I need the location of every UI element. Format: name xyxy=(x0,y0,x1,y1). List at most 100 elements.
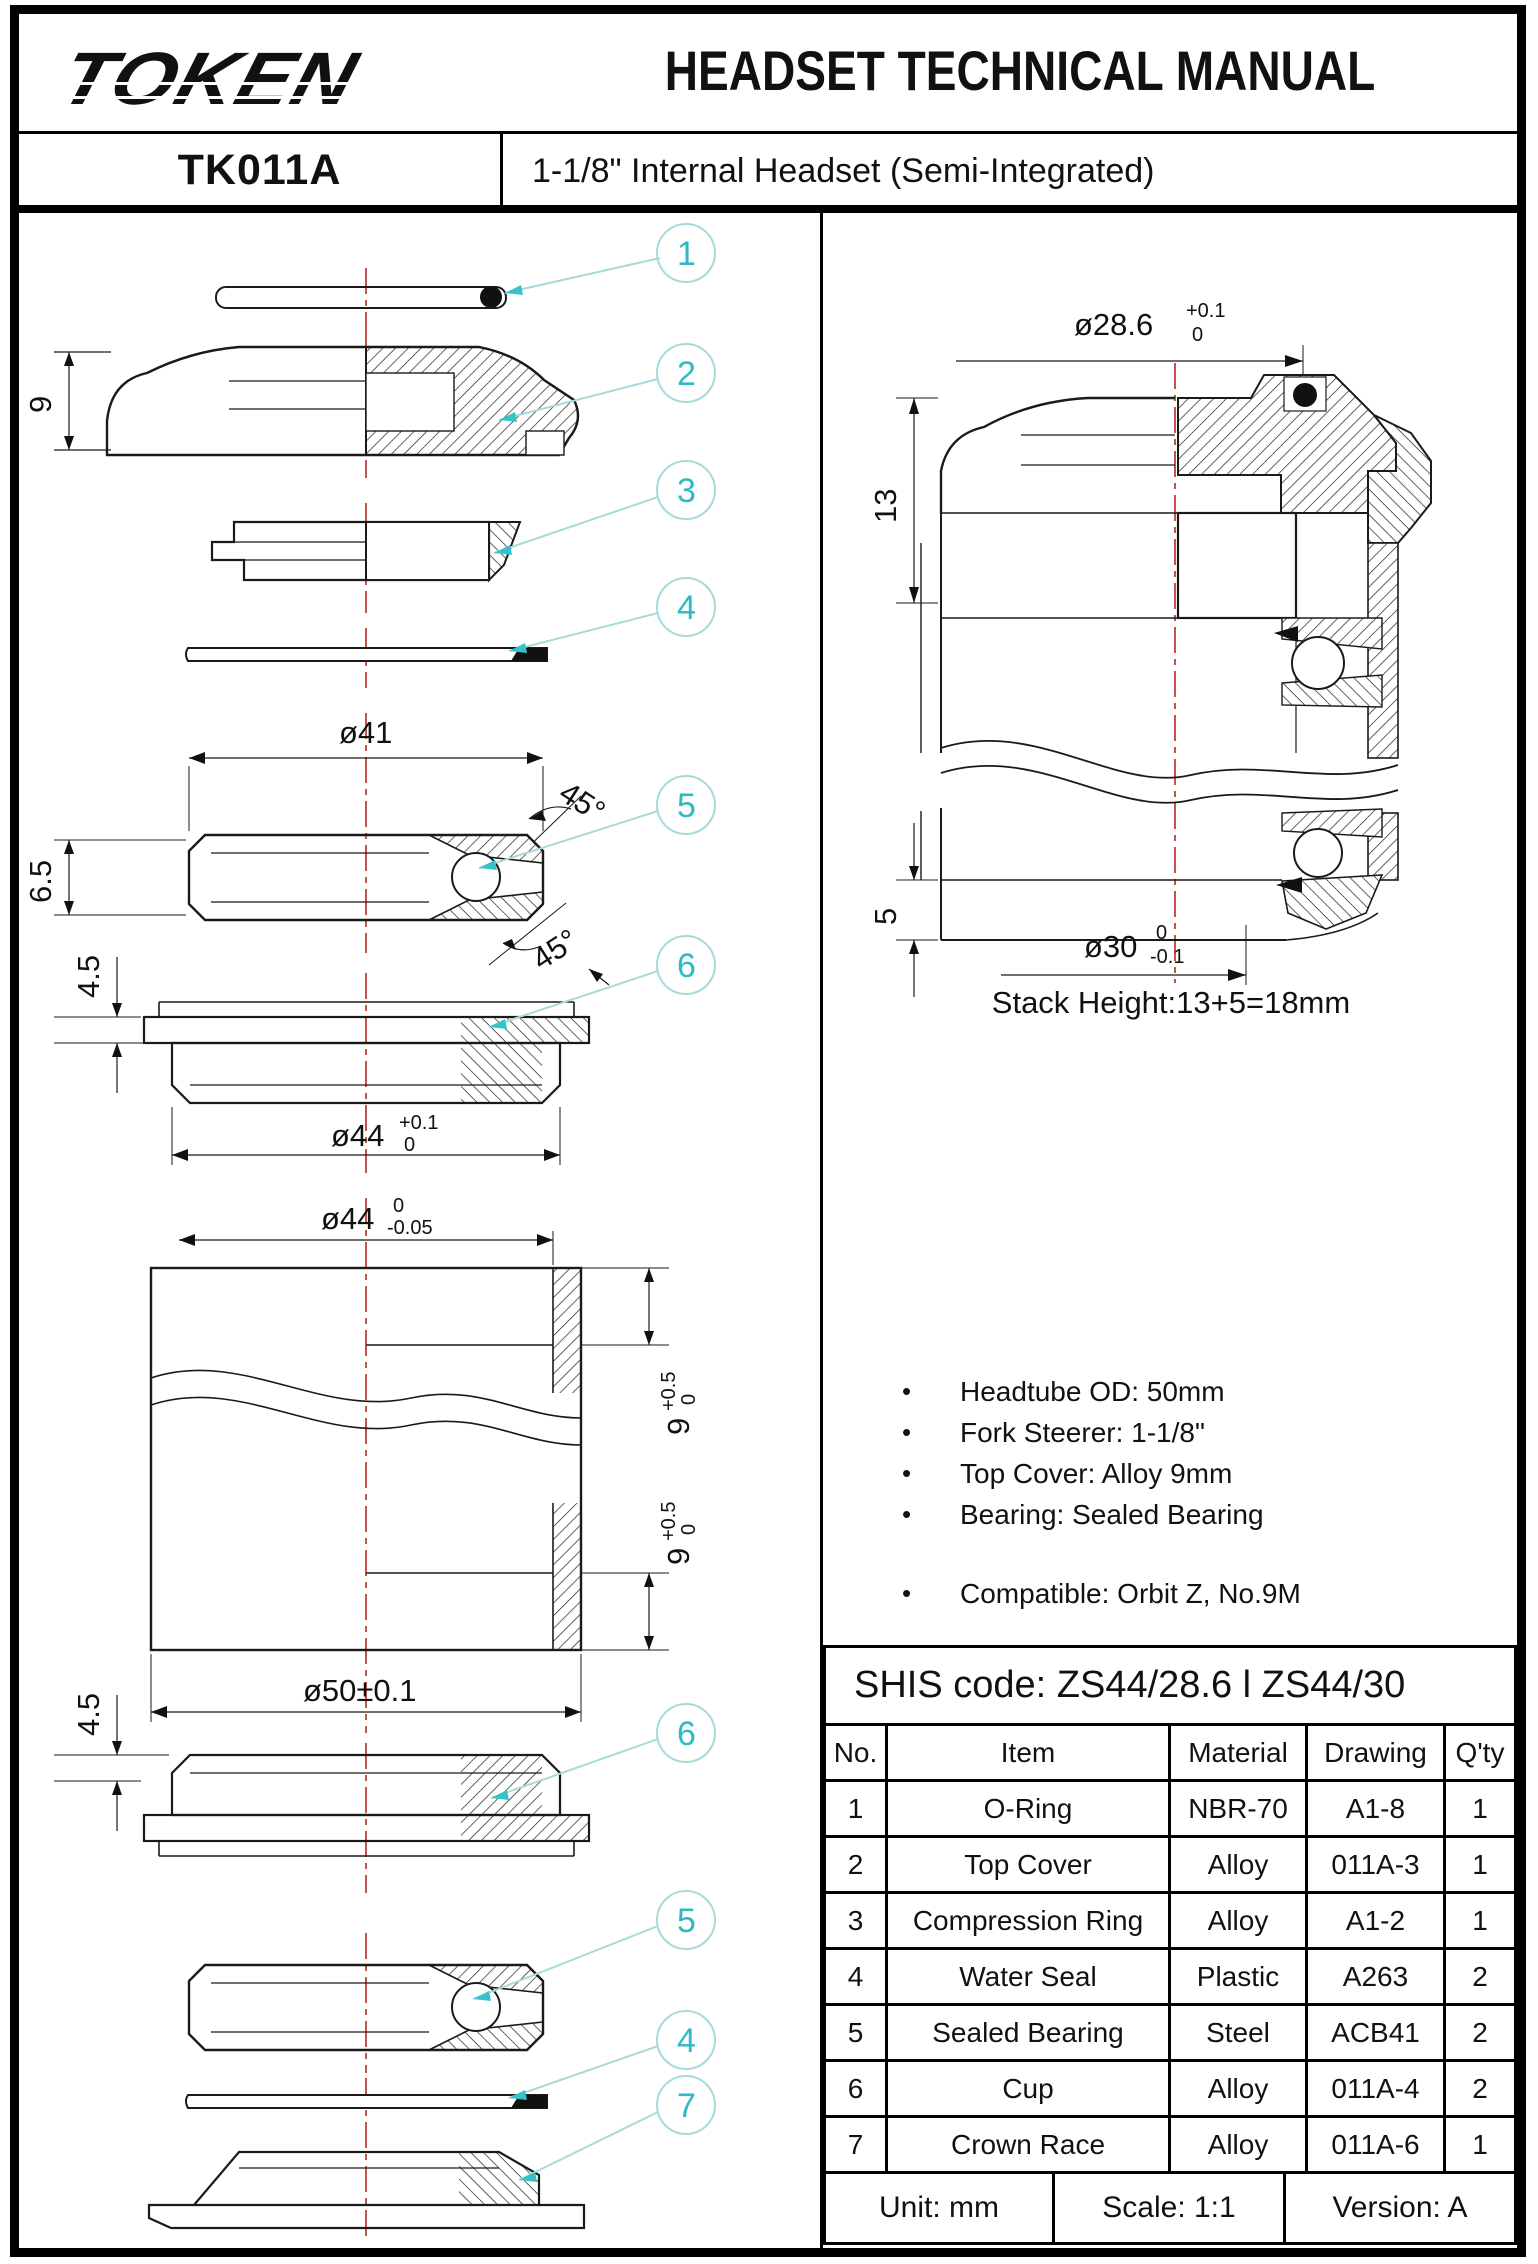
callouts: 1 2 3 4 xyxy=(472,223,716,2182)
cell-qty: 1 xyxy=(1446,1894,1514,1950)
assembled-section-drawing: ø28.6 +0.1 0 xyxy=(868,300,1432,997)
svg-text:5: 5 xyxy=(677,787,696,825)
part-top-cover: 9 xyxy=(23,345,580,457)
svg-text:4: 4 xyxy=(677,2022,696,2060)
part-sealed-bearing-lower xyxy=(187,1963,545,2052)
svg-text:3: 3 xyxy=(677,472,696,510)
title-block-footer: Unit: mm Scale: 1:1 Version: A xyxy=(826,2174,1514,2242)
cell-material: Alloy xyxy=(1171,2118,1308,2174)
cell-qty: 2 xyxy=(1446,2062,1514,2118)
cell-qty: 1 xyxy=(1446,1782,1514,1838)
part-water-seal-lower xyxy=(185,2094,548,2109)
header-divider xyxy=(19,131,1519,134)
dim-label-41: ø41 xyxy=(339,715,392,750)
bullet-icon: • xyxy=(902,1499,912,1529)
cell-drawing: A1-2 xyxy=(1308,1894,1446,1950)
dim-28-6: ø28.6 +0.1 0 xyxy=(956,300,1304,383)
model-subtitle: 1-1/8" Internal Headset (Semi-Integrated… xyxy=(532,152,1155,190)
cell-item: Crown Race xyxy=(888,2118,1171,2174)
cell-material: Steel xyxy=(1171,2006,1308,2062)
part-o-ring xyxy=(215,286,507,309)
dim-4-5-upper: 4.5 xyxy=(54,955,169,1093)
col-header-drawing: Drawing xyxy=(1308,1726,1446,1782)
top-cover-section xyxy=(939,374,1397,514)
version-cell: Version: A xyxy=(1332,2191,1468,2224)
cell-item: Water Seal xyxy=(888,1950,1171,2006)
svg-text:+0.5: +0.5 xyxy=(658,1502,680,1541)
brand-wordmark: TOKEN xyxy=(51,36,367,120)
bullet-icon: • xyxy=(902,1417,912,1447)
bullet-icon: • xyxy=(902,1376,912,1406)
part-compression-ring xyxy=(210,520,522,583)
dim-30: ø30 0 -0.1 xyxy=(1001,922,1247,985)
logo-stripe xyxy=(52,96,522,99)
page-border-frame xyxy=(10,5,1526,2257)
cell-drawing: A1-8 xyxy=(1308,1782,1446,1838)
callout-6-lower: 6 xyxy=(490,1703,716,1800)
model-cell-divider xyxy=(500,134,503,205)
part-sealed-bearing-upper: 6.5 xyxy=(23,833,545,922)
spec-item: • Top Cover: Alloy 9mm xyxy=(902,1458,1482,1490)
svg-text:0: 0 xyxy=(678,1524,700,1535)
spec-text: Compatible: Orbit Z, No.9M xyxy=(960,1578,1301,1609)
col-header-material: Material xyxy=(1171,1726,1308,1782)
cell-material: Alloy xyxy=(1171,1838,1308,1894)
part-water-seal xyxy=(185,647,548,662)
cell-material: NBR-70 xyxy=(1171,1782,1308,1838)
svg-text:7: 7 xyxy=(677,2087,696,2125)
token-logo: TOKEN xyxy=(51,34,522,120)
model-code: TK011A xyxy=(177,146,342,194)
spec-text: Headtube OD: 50mm xyxy=(960,1376,1225,1407)
cell-item: Top Cover xyxy=(888,1838,1171,1894)
col-header-item: Item xyxy=(888,1726,1171,1782)
svg-text:4.5: 4.5 xyxy=(71,1693,106,1736)
svg-text:ø28.6: ø28.6 xyxy=(1074,307,1153,342)
svg-text:+0.5: +0.5 xyxy=(658,1372,680,1411)
scale-cell: Scale: 1:1 xyxy=(1055,2174,1286,2242)
svg-text:-0.05: -0.05 xyxy=(387,1217,433,1239)
col-header-qty: Q'ty xyxy=(1446,1726,1514,1782)
cell-item: Cup xyxy=(888,2062,1171,2118)
dim-5: 5 xyxy=(868,823,938,997)
svg-text:45°: 45° xyxy=(526,922,584,977)
svg-text:6: 6 xyxy=(677,947,696,985)
main-column-divider xyxy=(820,213,823,2248)
callout-2: 2 xyxy=(498,343,716,422)
callout-3: 3 xyxy=(493,460,716,555)
cell-no: 5 xyxy=(826,2006,888,2062)
parts-table: SHIS code: ZS44/28.6 l ZS44/30 No. Item … xyxy=(823,1645,1517,2245)
content-divider xyxy=(19,205,1519,213)
svg-text:-0.1: -0.1 xyxy=(1150,946,1184,968)
cup-and-headtube-section xyxy=(920,414,1432,881)
svg-text:+0.1: +0.1 xyxy=(1186,300,1225,322)
cell-drawing: 011A-6 xyxy=(1308,2118,1446,2174)
part-headtube: ø44 0 -0.05 9 + xyxy=(149,1195,700,1722)
cell-material: Alloy xyxy=(1171,2062,1308,2118)
logo-stripe xyxy=(52,110,522,113)
cell-qty: 2 xyxy=(1446,2006,1514,2062)
cell-no: 2 xyxy=(826,1838,888,1894)
spec-text: Bearing: Sealed Bearing xyxy=(960,1499,1264,1530)
spec-text: Fork Steerer: 1-1/8" xyxy=(960,1417,1205,1448)
cell-no: 3 xyxy=(826,1894,888,1950)
svg-text:5: 5 xyxy=(868,908,903,925)
dim-label-9: 9 xyxy=(23,396,58,413)
callout-6: 6 xyxy=(488,935,716,1029)
cell-drawing: A263 xyxy=(1308,1950,1446,2006)
dim-9-tube-upper: 9 +0.5 0 xyxy=(581,1267,700,1435)
callout-5: 5 xyxy=(478,775,716,870)
bullet-icon: • xyxy=(902,1578,912,1608)
unit-cell: Unit: mm xyxy=(826,2174,1055,2242)
svg-text:6: 6 xyxy=(677,1715,696,1753)
spec-item-compatible: • Compatible: Orbit Z, No.9M xyxy=(902,1578,1482,1610)
part-cup-upper: 4.5 ø44 +0.1 0 xyxy=(54,955,591,1165)
svg-text:9: 9 xyxy=(661,1418,696,1435)
cell-material: Plastic xyxy=(1171,1950,1308,2006)
callout-1: 1 xyxy=(504,223,716,295)
dim-label-6-5: 6.5 xyxy=(23,860,58,903)
stack-height-note: Stack Height:13+5=18mm xyxy=(991,985,1351,1020)
svg-text:ø30: ø30 xyxy=(1084,929,1137,964)
svg-text:1: 1 xyxy=(677,235,696,273)
svg-text:0: 0 xyxy=(1192,324,1203,346)
